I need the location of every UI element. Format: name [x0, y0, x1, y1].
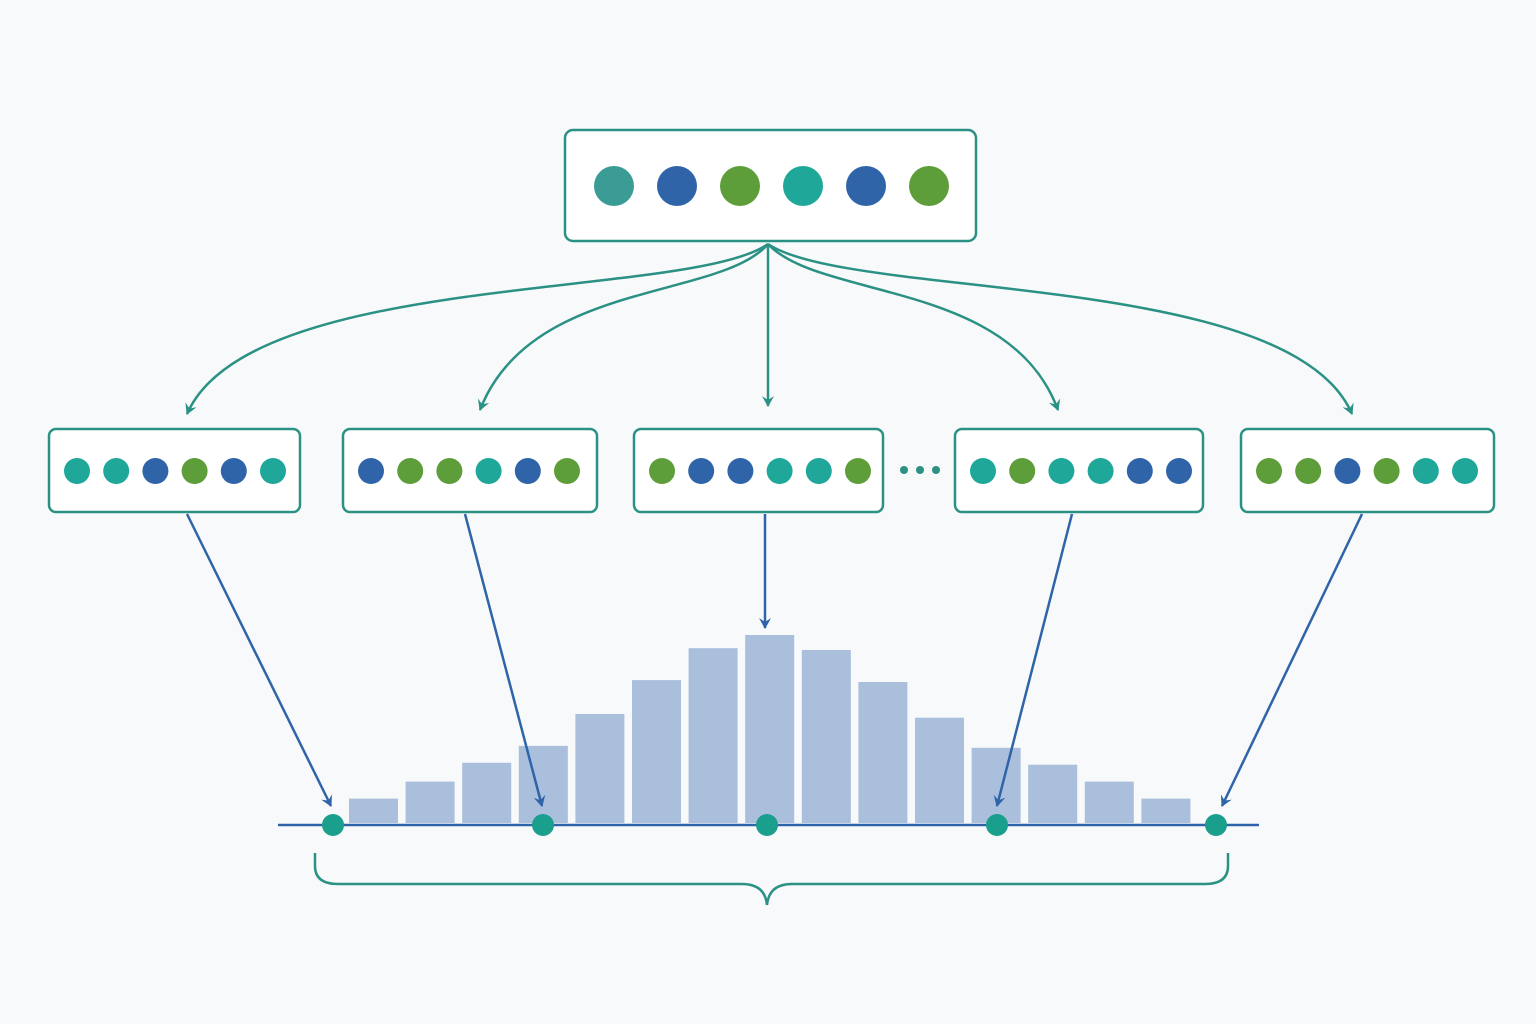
statistic-arrow-1 [185, 513, 333, 807]
resample-dot [727, 458, 754, 484]
histogram-bar [575, 714, 625, 823]
resample-box-frame [341, 427, 599, 514]
axis-markers [322, 814, 1227, 836]
original-sample-frame [563, 128, 978, 243]
resample-arrows [185, 242, 1354, 415]
original-sample-box [563, 128, 978, 243]
resample-dot [1048, 458, 1075, 484]
resample-dot [845, 458, 871, 484]
histogram-bar [632, 680, 681, 823]
resample-arrow-5 [767, 242, 1354, 415]
original-sample-dot [720, 166, 760, 206]
axis-marker-4 [986, 814, 1008, 836]
original-sample-dot [657, 166, 697, 206]
resample-dot [142, 458, 169, 484]
histogram-bar [858, 682, 908, 823]
statistic-arrow-4 [993, 513, 1074, 807]
resample-dot [260, 458, 286, 484]
original-sample-dot [909, 166, 949, 206]
resample-boxes [47, 427, 1496, 514]
resample-dot [475, 458, 502, 484]
resample-dot [1166, 458, 1192, 484]
histogram-bar [745, 635, 795, 823]
original-sample-dot [783, 166, 823, 206]
resample-dot [766, 458, 793, 484]
resample-dot [358, 458, 384, 484]
resample-box-1 [47, 427, 302, 514]
histogram-bar [1028, 764, 1078, 823]
resample-dot [1087, 458, 1114, 484]
resample-dot [220, 458, 247, 484]
histogram-bar [405, 781, 455, 823]
ellipsis-icon [900, 466, 940, 474]
statistic-arrow-5 [1220, 513, 1364, 807]
resample-dot [1295, 458, 1322, 484]
resample-dot [514, 458, 541, 484]
histogram-bar [1084, 781, 1134, 823]
resample-box-4 [953, 427, 1205, 514]
axis-marker-1 [322, 814, 344, 836]
resample-dot [649, 458, 675, 484]
resample-dot [103, 458, 130, 484]
resample-box-frame [953, 427, 1205, 514]
brace-icon [313, 853, 1230, 906]
original-sample-dot [846, 166, 886, 206]
histogram-bar [801, 650, 851, 823]
resample-box-5 [1239, 427, 1496, 514]
resample-box-frame [632, 427, 885, 514]
resample-box-2 [341, 427, 599, 514]
resample-dot [1334, 458, 1361, 484]
resample-dot [1009, 458, 1036, 484]
axis-marker-2 [532, 814, 554, 836]
resample-dot [554, 458, 580, 484]
resample-arrow-1 [185, 242, 769, 415]
resample-dot [1373, 458, 1400, 484]
statistic-arrow-2 [463, 513, 546, 807]
resample-dot [1452, 458, 1478, 484]
resample-dot [805, 458, 832, 484]
resample-dot [181, 458, 208, 484]
resample-dot [1256, 458, 1282, 484]
histogram-bar [915, 717, 964, 823]
resample-dot [688, 458, 715, 484]
resample-dot [970, 458, 996, 484]
resample-dot [1412, 458, 1439, 484]
original-sample-dots [594, 166, 949, 206]
resample-arrow-4 [767, 243, 1061, 411]
axis-marker-3 [756, 814, 778, 836]
resample-dot [64, 458, 90, 484]
resample-dot [397, 458, 424, 484]
resample-arrow-2 [478, 243, 769, 411]
resample-dot [436, 458, 463, 484]
sampling-distribution-histogram [349, 635, 1191, 823]
histogram-bar [1141, 798, 1191, 823]
resample-box-frame [47, 427, 302, 514]
statistic-arrows [185, 513, 1364, 807]
original-sample-dot [594, 166, 634, 206]
histogram-bar [462, 762, 512, 823]
resample-dot [1126, 458, 1153, 484]
histogram-bar [349, 798, 398, 823]
resample-box-3 [632, 427, 885, 514]
histogram-bar [971, 747, 1021, 823]
resample-box-frame [1239, 427, 1496, 514]
axis-marker-5 [1205, 814, 1227, 836]
histogram-bar [518, 745, 568, 823]
histogram-bar [688, 648, 738, 823]
